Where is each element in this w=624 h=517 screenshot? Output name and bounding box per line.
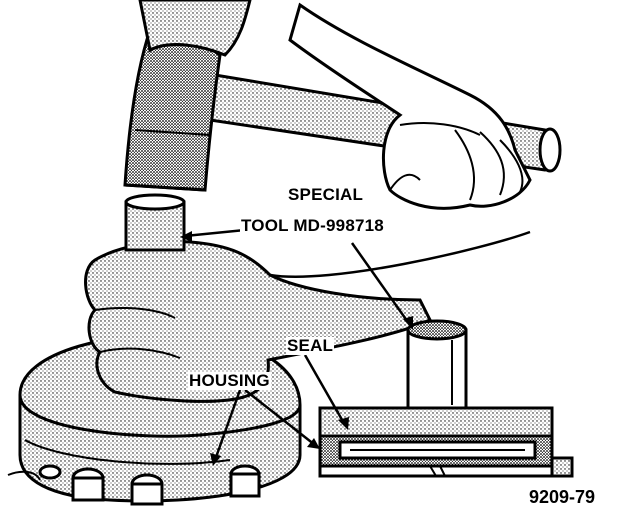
housing-bolts <box>38 464 261 506</box>
leader-housing-right <box>244 389 316 446</box>
holding-hand <box>84 230 531 403</box>
special-tool <box>124 193 468 412</box>
housing-label-text: HOUSING <box>189 371 270 390</box>
housing-label: HOUSING <box>188 372 271 390</box>
figure-number: 9209-79 <box>529 487 596 507</box>
special-tool-label: SPECIAL <box>287 185 365 204</box>
leader-lines <box>184 226 412 461</box>
leader-special-tool-lower <box>350 242 412 326</box>
hammer-hand <box>288 2 532 210</box>
special-tool-label-line1: SPECIAL <box>288 185 364 204</box>
seal-label: SEAL <box>286 336 335 355</box>
leader-seal <box>303 354 347 426</box>
arrowheads <box>180 231 413 466</box>
special-tool-number-label: TOOL MD-998718 <box>240 217 385 235</box>
special-tool-label-line2: TOOL MD-998718 <box>241 216 384 235</box>
leader-housing-left <box>213 389 242 461</box>
head-hand <box>138 0 252 57</box>
seal-label-text: SEAL <box>287 336 334 355</box>
seal-assembly <box>318 406 574 478</box>
